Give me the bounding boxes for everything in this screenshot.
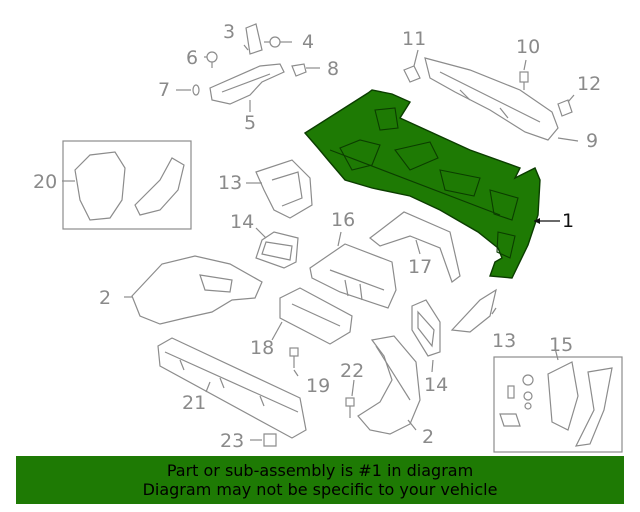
callout-5: 5 [244,112,257,134]
part-9-reinforcement[interactable] [424,57,559,141]
callout-14-right: 14 [424,374,449,396]
callout-15: 15 [549,334,574,356]
part-12-clip[interactable] [557,99,573,117]
callout-18: 18 [250,337,275,359]
part-17-bracket[interactable] [369,211,461,283]
callout-4: 4 [302,31,315,53]
part-20-box [62,140,192,230]
banner-line-2: Diagram may not be specific to your vehi… [142,480,498,499]
callout-20: 20 [33,171,58,193]
part-16-absorber[interactable] [309,243,397,309]
part-15-mudflap-kit[interactable] [499,361,613,447]
callout-13-upper: 13 [218,172,243,194]
part-14-right-bezel[interactable] [411,299,441,357]
part-15-box [493,356,623,453]
callout-22: 22 [340,360,365,382]
callout-14-left: 14 [230,211,255,233]
part-13-lower-bracket[interactable] [450,288,497,333]
part-7-grommet[interactable] [192,84,200,96]
callout-12: 12 [577,73,602,95]
callout-10: 10 [516,36,541,58]
part-22-bolt[interactable] [345,397,355,418]
callout-6: 6 [186,47,199,69]
callout-19: 19 [306,375,331,397]
part-3-bracket[interactable] [245,23,263,55]
part-4-screw[interactable] [264,36,281,48]
part-21-impact-bar[interactable] [157,337,307,439]
part-19-bolt[interactable] [289,347,299,368]
callout-23: 23 [220,430,245,452]
part-20-bracket[interactable] [74,151,185,221]
callout-8: 8 [327,58,340,80]
part-14-left-bezel[interactable] [255,231,299,269]
banner-line-1: Part or sub-assembly is #1 in diagram [166,461,474,480]
part-2-right-guide[interactable] [357,335,421,435]
part-5-bracket[interactable] [209,63,285,105]
callout-3: 3 [223,21,236,43]
callout-17: 17 [408,256,433,278]
info-banner: Part or sub-assembly is #1 in diagram Di… [16,456,624,504]
part-8-clip[interactable] [291,63,307,77]
part-6-screw[interactable] [206,51,218,68]
callout-7: 7 [158,79,171,101]
callout-21: 21 [182,392,207,414]
part-10-bolt[interactable] [519,71,529,90]
part-18-bracket[interactable] [279,287,353,345]
part-23-clip[interactable] [263,433,277,447]
callout-2-right: 2 [422,426,435,448]
part-2-left-guide[interactable] [131,255,263,325]
callout-13-lower: 13 [492,330,517,352]
callout-11: 11 [402,28,427,50]
callout-9: 9 [586,130,599,152]
callout-2-left: 2 [99,287,112,309]
leader-lines [62,41,579,441]
callout-16: 16 [331,209,356,231]
part-1-bumper-cover[interactable] [303,89,541,279]
part-11-clip[interactable] [403,65,421,83]
part-13-upper-bracket[interactable] [255,159,313,219]
callout-1: 1 [562,210,575,232]
